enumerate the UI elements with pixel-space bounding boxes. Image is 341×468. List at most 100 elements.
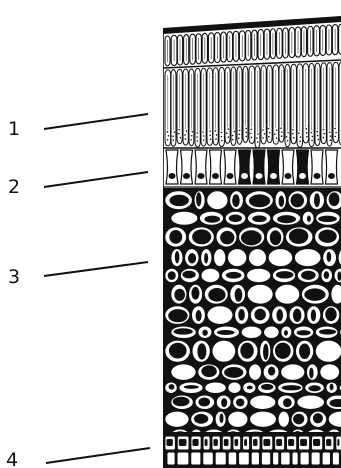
parenchyma-cell-lumen (252, 215, 266, 222)
parenchyma-cell-lumen (169, 195, 188, 206)
parenchyma-cell-lumen (276, 309, 283, 321)
palisade-cell-dot (245, 136, 247, 138)
parenchyma-cell (264, 326, 280, 338)
palisade-cell-dot (329, 131, 331, 133)
palisade-cell-dot (250, 133, 252, 135)
parenchyma-cell-lumen (241, 230, 262, 245)
palisade-cell-dot (245, 132, 247, 134)
parenchyma-cell (247, 268, 271, 282)
palisade-cell-dot (168, 135, 170, 137)
hourglass-cell-lumen (285, 173, 292, 179)
palisade-cell-dot (167, 131, 169, 133)
parenchyma-cell (294, 249, 321, 267)
parenchyma-cell-lumen (169, 343, 187, 359)
palisade-cell-dot (215, 130, 217, 132)
parenchyma-cell (315, 340, 341, 362)
palisade-cell-dot (299, 140, 301, 142)
palisade-cell-dot (323, 129, 325, 131)
bottom-row-cell-lumen (313, 439, 320, 446)
palisade-cell-dot (256, 137, 258, 139)
bottom-row-cell-lower (300, 452, 309, 465)
palisade-cell-dot (269, 132, 271, 134)
hourglass-cell-lumen (256, 173, 263, 179)
parenchyma-cell (171, 364, 196, 380)
tissue-section-illustration (163, 13, 341, 468)
parenchyma-cell-lumen (247, 386, 253, 390)
palisade-cell-dot (216, 134, 218, 136)
parenchyma-cell-lumen (191, 287, 199, 300)
parenchyma-cell-lumen (297, 330, 311, 335)
palisade-cell-dot (281, 135, 283, 137)
palisade-cell-dot (262, 137, 264, 139)
parenchyma-cell (207, 306, 233, 325)
palisade-cell-dot (276, 137, 278, 139)
palisade-cell-dot (203, 139, 205, 141)
palisade-cell-dot (311, 140, 313, 142)
palisade-cell-dot (209, 130, 211, 132)
parenchyma-cell-lumen (277, 215, 296, 223)
parenchyma-cell-lumen (202, 330, 207, 336)
bottom-row-cell-lower (167, 452, 175, 465)
parenchyma-cell (165, 411, 189, 427)
palisade-cell-dot (227, 128, 229, 130)
palisade-cell-dot (234, 131, 236, 133)
hourglass-cell-lumen (328, 173, 335, 179)
parenchyma-cell-lumen (325, 307, 336, 321)
bottom-row-cell-lower (273, 452, 279, 465)
bottom-row-cell-lower (251, 452, 259, 465)
parenchyma-cell-lumen (208, 288, 225, 302)
parenchyma-cell-lumen (293, 414, 304, 425)
bottom-row-cell-lower (311, 452, 320, 465)
palisade-cell-dot (239, 133, 241, 135)
parenchyma-cell-lumen (283, 398, 292, 407)
palisade-cell-dot (276, 129, 278, 131)
parenchyma-cell-lumen (204, 253, 208, 264)
parenchyma-cell-lumen (240, 343, 253, 359)
palisade-cell-dot (292, 129, 294, 131)
palisade-cell-dot (330, 135, 332, 137)
bottom-row-cell-lumen (234, 439, 238, 446)
parenchyma-cell (205, 382, 227, 394)
palisade-cell-layer (163, 24, 341, 148)
palisade-cell-dot (185, 138, 187, 140)
hourglass-cell-lumen (314, 173, 321, 179)
palisade-cell-dot (306, 136, 308, 138)
palisade-cell-dot (323, 133, 325, 135)
palisade-cell-dot (209, 134, 211, 136)
palisade-cell-dot (174, 131, 176, 133)
leader-line-3 (44, 262, 148, 276)
bottom-row-cell-lower (322, 452, 330, 465)
parenchyma-cell-lumen (175, 251, 179, 263)
hourglass-cell-lumen (183, 173, 190, 179)
bottom-row-cell-lower (292, 452, 298, 465)
bottom-row-cell-lumen (253, 439, 257, 446)
parenchyma-cell-lumen (238, 309, 245, 321)
parenchyma-cell-lumen (307, 216, 311, 222)
parenchyma-cell-lumen (254, 309, 266, 321)
bottom-row-cell-lower (332, 452, 339, 465)
parenchyma-cell-lumen (226, 272, 242, 279)
hourglass-cell-lumen (227, 173, 234, 179)
parenchyma-cell-lumen (324, 271, 329, 279)
palisade-cell-dot (186, 130, 188, 132)
parenchyma-cell-lumen (249, 194, 270, 207)
parenchyma-cell (297, 395, 325, 409)
parenchyma-cell-lumen (311, 309, 316, 321)
parenchyma-cell-lumen (221, 398, 227, 407)
palisade-cell-dot (221, 136, 223, 138)
palisade-cell-dot (226, 132, 228, 134)
parenchyma-cell (241, 326, 262, 338)
bottom-row-cell-lower (281, 452, 290, 465)
palisade-cell-dot (268, 136, 270, 138)
parenchyma-cell-lumen (235, 288, 243, 302)
bottom-row-cell-lumen (337, 439, 339, 446)
palisade-cell-dot (286, 136, 288, 138)
parenchyma-cell-lumen (318, 216, 337, 222)
palisade-cell-dot (292, 133, 294, 135)
parenchyma-cell-lumen (313, 413, 323, 423)
parenchyma-cell-lumen (293, 309, 301, 322)
bottom-row-cell-lumen (326, 439, 331, 446)
palisade-cell-dot (197, 140, 199, 142)
palisade-cell-dot (280, 127, 282, 129)
parenchyma-cell-lumen (304, 288, 325, 300)
